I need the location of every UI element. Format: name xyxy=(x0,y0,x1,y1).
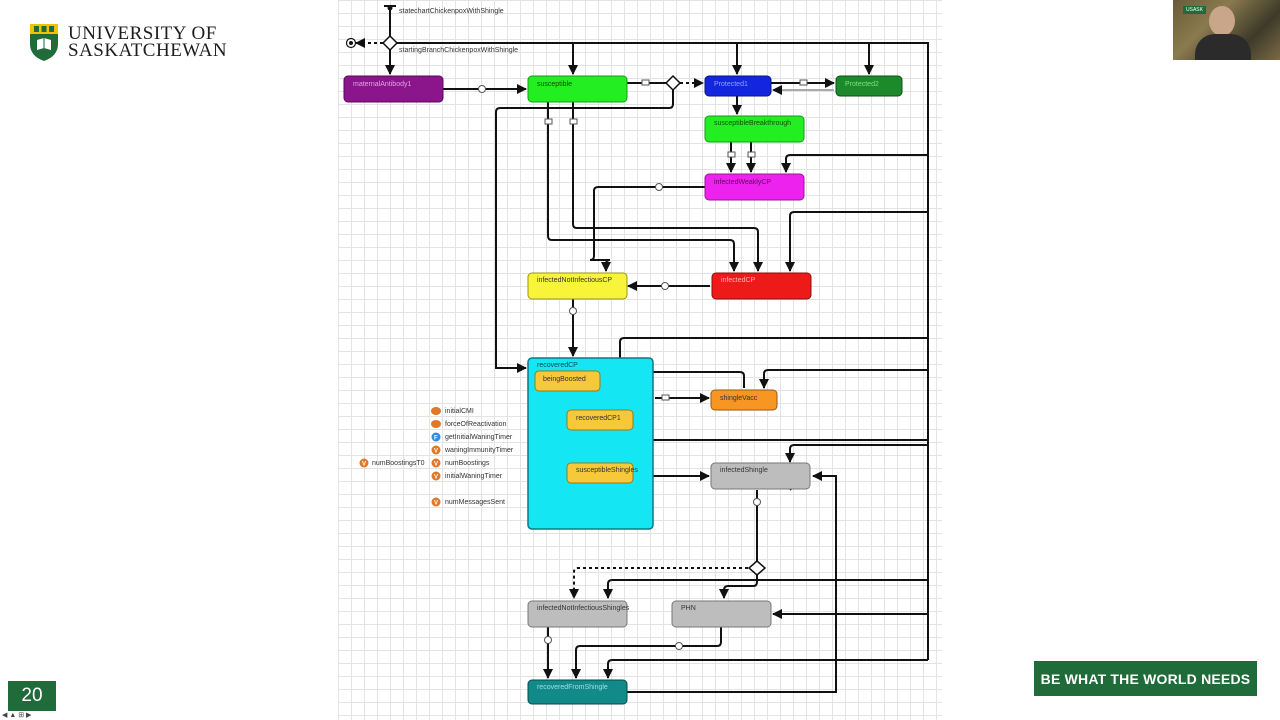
svg-text:V: V xyxy=(434,475,438,481)
state-label-infected-cp: infectedCP xyxy=(721,277,756,284)
presenter-head xyxy=(1209,6,1235,36)
state-phn[interactable]: PHN xyxy=(671,600,772,628)
variable-label: numBoostings xyxy=(445,460,490,467)
variable-label: waningImmunityTimer xyxy=(444,447,514,454)
state-susceptible[interactable]: susceptible xyxy=(527,75,628,103)
state-label-shingle-vacc: shingleVacc xyxy=(720,395,758,402)
state-infected-not-infectious-shingles[interactable]: infectedNotInfectiousShingles xyxy=(527,600,630,628)
variable-label: initialWaningTimer xyxy=(445,473,503,480)
state-label-infected-shingle: infectedShingle xyxy=(720,467,768,474)
state-infected-not-infectious-cp[interactable]: infectedNotInfectiousCP xyxy=(527,272,628,300)
slide-number: 20 xyxy=(8,681,56,711)
variable-initial-waning-timer[interactable]: V initialWaningTimer xyxy=(431,471,503,481)
slide-toolbar-icons[interactable]: ◀ ▲ ⊞ ▶ xyxy=(2,712,32,719)
variable-label: initialCMI xyxy=(445,408,474,415)
state-label-phn: PHN xyxy=(681,605,696,612)
variable-initial-cmi[interactable]: initialCMI xyxy=(431,407,474,415)
state-shingle-vacc[interactable]: shingleVacc xyxy=(710,389,778,411)
branch-name: startingBranchChickenpoxWithShingle xyxy=(399,47,518,54)
statechart-canvas: maternalAntibody1 susceptible Protected1… xyxy=(338,0,942,720)
branch-nodes xyxy=(345,5,767,576)
state-label-maternal: maternalAntibody1 xyxy=(353,81,411,88)
webcam-badge: USASK xyxy=(1183,6,1206,14)
state-recovered-from-shingle[interactable]: recoveredFromShingle xyxy=(527,679,628,705)
variable-label: numBoostingsT0 xyxy=(372,460,425,467)
state-label-infected-not-infectious-cp: infectedNotInfectiousCP xyxy=(537,277,612,284)
svg-text:V: V xyxy=(434,449,438,455)
university-name-line2: SASKATCHEWAN xyxy=(68,40,228,61)
university-wordmark: UNIVERSITY OF SASKATCHEWAN xyxy=(68,23,228,61)
presenter-body xyxy=(1195,34,1251,60)
function-get-initial-waning-timer[interactable]: F getInitialWaningTimer xyxy=(431,432,513,442)
university-crest-icon xyxy=(30,24,58,61)
university-logo: UNIVERSITY OF SASKATCHEWAN xyxy=(28,22,227,62)
university-name-line1: UNIVERSITY OF xyxy=(68,23,217,44)
svg-text:F: F xyxy=(434,436,438,442)
variable-num-boostings[interactable]: V numBoostings xyxy=(431,458,490,468)
state-susceptible-breakthrough[interactable]: susceptibleBreakthrough xyxy=(704,115,805,143)
transition-lines xyxy=(355,5,929,693)
statechart-diagram: maternalAntibody1 susceptible Protected1… xyxy=(343,5,929,705)
statechart-name: statechartChickenpoxWithShingle xyxy=(399,8,504,15)
state-protected1[interactable]: Protected1 xyxy=(704,75,772,97)
state-label-recovered-cp1: recoveredCP1 xyxy=(576,415,621,422)
state-being-boosted[interactable]: beingBoosted xyxy=(534,370,601,392)
state-label-infected-not-infectious-shingles: infectedNotInfectiousShingles xyxy=(537,605,630,612)
variable-force-of-reactivation[interactable]: forceOfReactivation xyxy=(431,420,507,428)
state-label-protected2: Protected2 xyxy=(845,81,879,88)
state-label-being-boosted: beingBoosted xyxy=(543,376,586,383)
state-label-susceptible: susceptible xyxy=(537,81,572,88)
state-label-protected1: Protected1 xyxy=(714,81,748,88)
state-protected2[interactable]: Protected2 xyxy=(835,75,903,97)
variable-num-boostings-t0[interactable]: V numBoostingsT0 xyxy=(359,458,425,468)
variable-label: forceOfReactivation xyxy=(445,421,507,428)
variable-label: numMessagesSent xyxy=(445,499,505,506)
variable-label: getInitialWaningTimer xyxy=(445,434,513,441)
variable-num-messages-sent[interactable]: V numMessagesSent xyxy=(431,497,505,507)
timeout-icons xyxy=(478,85,761,650)
state-infected-shingle[interactable]: infectedShingle xyxy=(710,462,811,490)
state-label-susceptible-shingles: susceptibleShingles xyxy=(576,467,638,474)
state-susceptible-shingles[interactable]: susceptibleShingles xyxy=(566,462,638,484)
state-maternal-antibody[interactable]: maternalAntibody1 xyxy=(343,75,444,103)
state-infected-weakly-cp[interactable]: infectedWeaklyCP xyxy=(704,173,805,201)
state-infected-cp[interactable]: infectedCP xyxy=(711,272,812,300)
presenter-webcam: USASK xyxy=(1173,0,1280,60)
tagline-banner: BE WHAT THE WORLD NEEDS xyxy=(1034,661,1257,696)
state-recovered-cp1[interactable]: recoveredCP1 xyxy=(566,409,634,431)
variable-waning-immunity-timer[interactable]: V waningImmunityTimer xyxy=(431,445,514,455)
state-label-susceptible-breakthrough: susceptibleBreakthrough xyxy=(714,120,791,127)
variables-panel: initialCMI forceOfReactivation F getInit… xyxy=(359,407,514,507)
svg-text:V: V xyxy=(434,501,438,507)
svg-text:V: V xyxy=(362,462,366,468)
state-label-infected-weakly: infectedWeaklyCP xyxy=(714,179,771,186)
state-recovered-cp[interactable]: recoveredCP xyxy=(527,357,654,530)
state-label-recovered-cp: recoveredCP xyxy=(537,362,578,369)
state-label-recovered-from-shingle: recoveredFromShingle xyxy=(537,684,608,691)
svg-text:V: V xyxy=(434,462,438,468)
